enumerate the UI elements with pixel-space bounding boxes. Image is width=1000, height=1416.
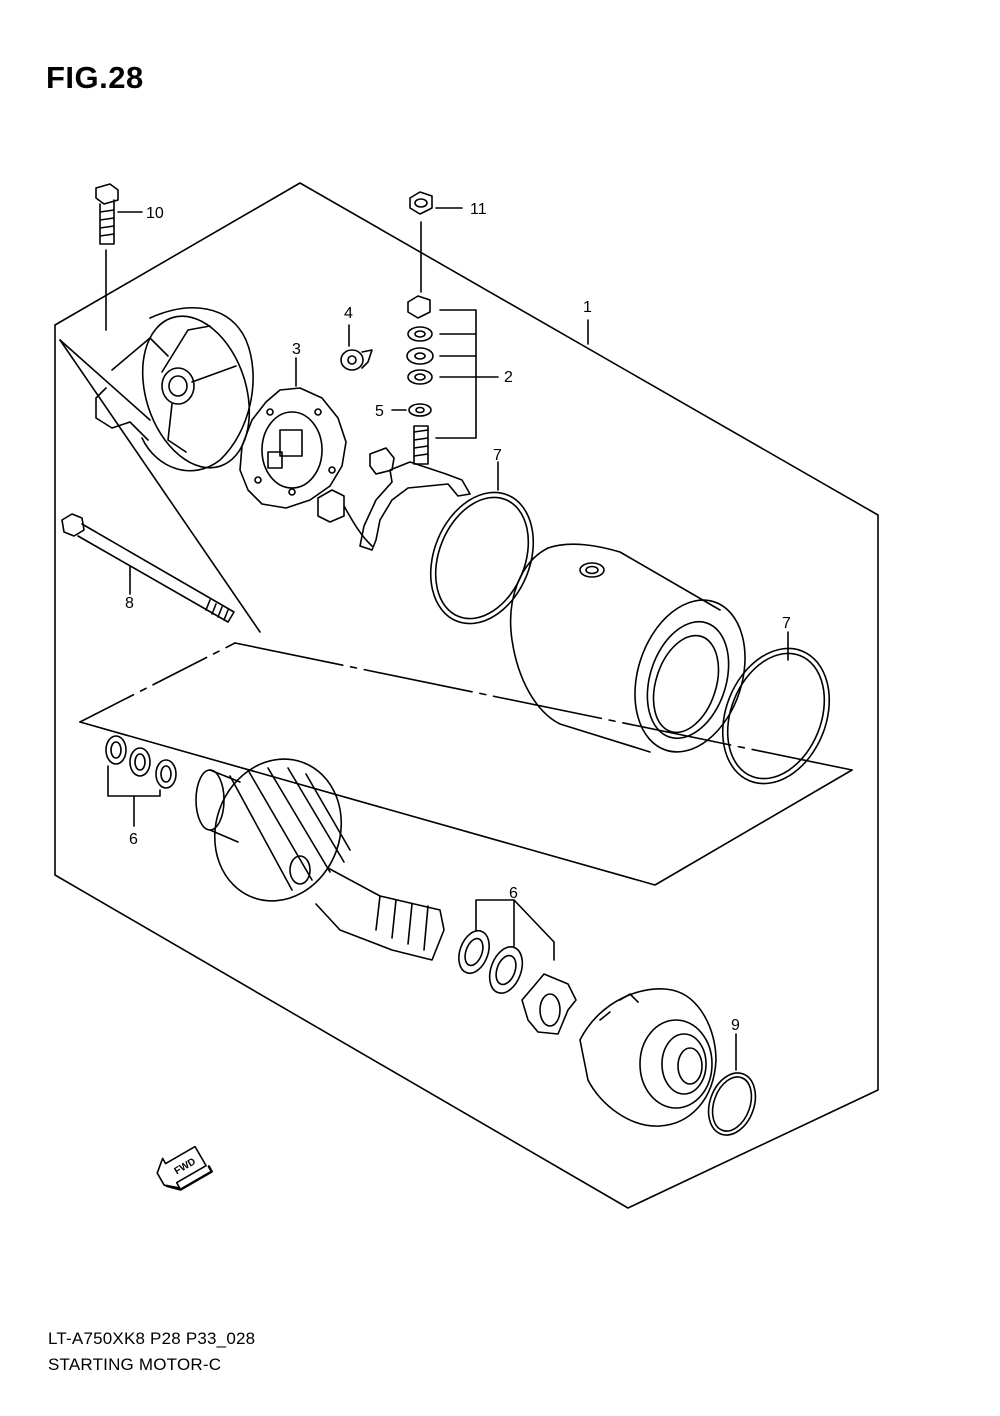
callout-6-left: 6 [129, 831, 138, 848]
nut-part-11 [409, 191, 433, 293]
through-bolt-part-8 [61, 513, 235, 623]
callout-8: 8 [125, 595, 134, 612]
yoke-housing [509, 543, 746, 753]
washer-set-part-2 [406, 295, 499, 439]
front-housing [579, 988, 717, 1127]
callout-4: 4 [344, 305, 353, 322]
callout-2: 2 [504, 369, 513, 386]
callout-6-right: 6 [509, 885, 518, 902]
terminal-bolt [317, 425, 471, 551]
callout-1: 1 [583, 299, 592, 316]
brush-holder-part-3 [239, 357, 347, 509]
armature [195, 758, 445, 961]
assembly-outline [54, 182, 879, 1209]
callout-5: 5 [375, 403, 384, 420]
figure-title: FIG.28 [46, 60, 144, 95]
callout-7-lower: 7 [782, 615, 791, 632]
callout-9: 9 [731, 1017, 740, 1034]
footer-code: LT-A750XK8 P28 P33_028 [48, 1329, 256, 1348]
washer-set-part-6-left [105, 735, 177, 827]
callout-11: 11 [470, 201, 487, 218]
callout-3: 3 [292, 341, 301, 358]
o-ring-part-7-lower [721, 631, 831, 785]
washer-set-part-6-right [458, 899, 577, 1035]
fwd-arrow-icon: FWD [156, 1145, 213, 1191]
o-ring-part-9 [707, 1033, 757, 1136]
bolt-part-10 [95, 183, 119, 331]
bearing-part-4 [340, 324, 373, 371]
o-ring-part-7-upper [429, 461, 535, 625]
rear-end-cover [95, 307, 254, 472]
callout-7-upper: 7 [493, 447, 502, 464]
callout-10: 10 [146, 205, 164, 222]
washer-part-5 [391, 403, 432, 417]
footer-caption: STARTING MOTOR-C [48, 1355, 222, 1374]
leader-lines [117, 207, 589, 345]
callout-labels: 10 11 1 4 3 2 5 7 8 7 6 6 9 [125, 201, 791, 1034]
